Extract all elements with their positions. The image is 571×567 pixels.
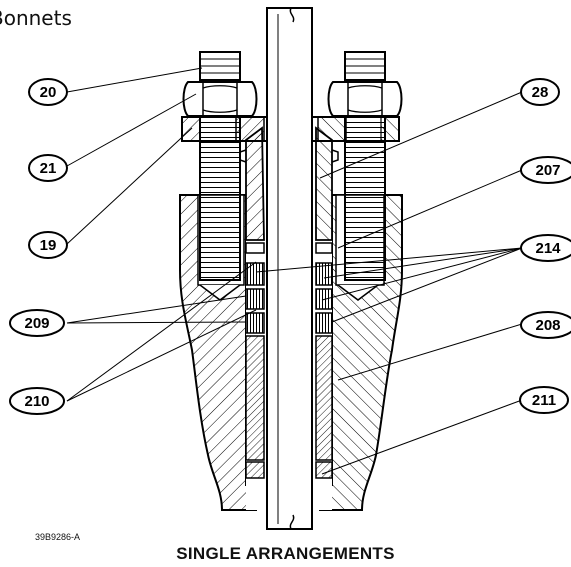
callout-20: 20 bbox=[28, 78, 68, 106]
callout-21: 21 bbox=[28, 154, 68, 182]
svg-text:20: 20 bbox=[40, 84, 57, 101]
hex-nut-left bbox=[182, 81, 258, 117]
packing-follower-left bbox=[245, 126, 265, 241]
svg-text:19: 19 bbox=[40, 237, 57, 254]
packing-spacer-left bbox=[245, 335, 265, 461]
hex-nut-right bbox=[327, 81, 403, 117]
svg-text:207: 207 bbox=[535, 162, 560, 179]
packing-ring-3 bbox=[245, 312, 265, 334]
svg-text:210: 210 bbox=[24, 393, 49, 410]
svg-text:208: 208 bbox=[535, 317, 560, 334]
callout-28: 28 bbox=[520, 78, 560, 106]
svg-text:28: 28 bbox=[532, 84, 549, 101]
figure-caption: SINGLE ARRANGEMENTS bbox=[176, 544, 395, 563]
section-title: Bonnets bbox=[0, 6, 72, 30]
callout-211: 211 bbox=[519, 386, 569, 414]
packing-ring-1 bbox=[245, 262, 265, 286]
svg-text:209: 209 bbox=[24, 315, 49, 332]
packing-follower-right bbox=[315, 126, 333, 241]
svg-text:21: 21 bbox=[40, 160, 57, 177]
callout-209: 209 bbox=[9, 309, 65, 337]
callout-210: 210 bbox=[9, 387, 65, 415]
packing-box-ring-left bbox=[245, 461, 265, 479]
drawing-number: 39B9286-A bbox=[35, 532, 81, 542]
callout-207: 207 bbox=[520, 156, 571, 184]
callout-214: 214 bbox=[520, 234, 571, 262]
callout-19: 19 bbox=[28, 231, 68, 259]
svg-text:214: 214 bbox=[535, 240, 561, 257]
leader-lines bbox=[66, 67, 523, 475]
packing-ring-2 bbox=[245, 288, 265, 310]
packing-spacer-right bbox=[315, 335, 333, 461]
svg-text:211: 211 bbox=[532, 392, 556, 409]
callout-208: 208 bbox=[520, 311, 571, 339]
